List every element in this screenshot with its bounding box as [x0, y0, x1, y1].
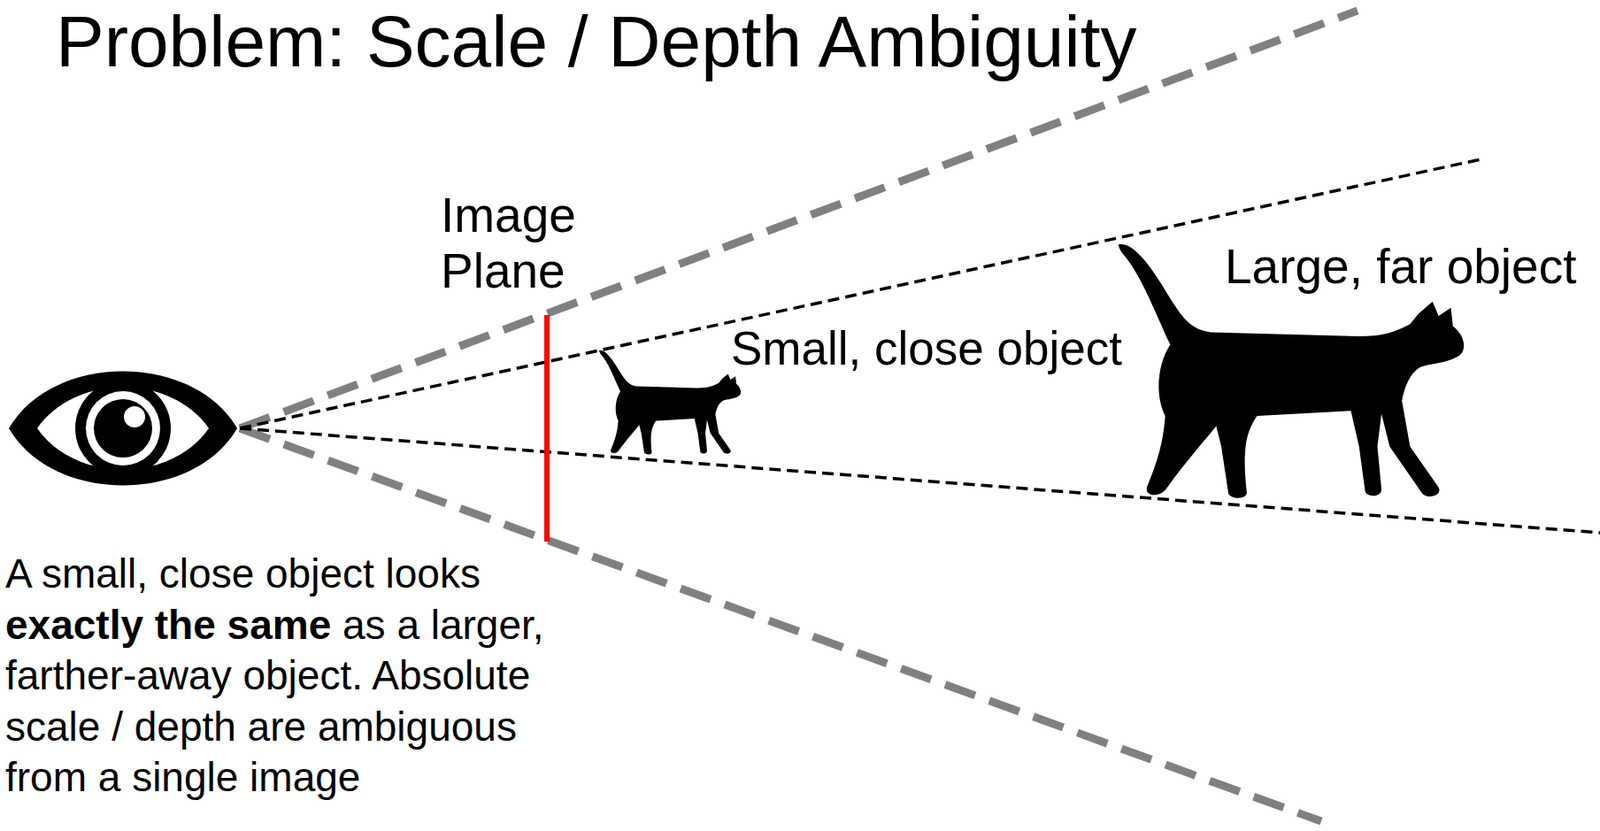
- note-text: A small, close object looks: [5, 550, 481, 597]
- eye-outline: [8, 371, 238, 486]
- eye-pupil: [93, 399, 153, 458]
- object-label: Small, close object: [730, 320, 1123, 377]
- eye-icon: [8, 371, 238, 486]
- small-cat-silhouette: [599, 350, 741, 455]
- note-emphasis: exactly the same: [5, 601, 331, 648]
- eye-iris-gap: [85, 391, 161, 466]
- title: Problem: Scale / Depth Ambiguity: [55, 5, 1137, 78]
- eye-white: [37, 387, 209, 470]
- image-plane-label: Image Plane: [440, 187, 596, 300]
- image-plane-line: [544, 315, 550, 542]
- eye-highlight: [123, 406, 146, 428]
- note-paragraph: A small, close object looks exactly the …: [5, 548, 572, 804]
- object-label: Large, far object: [1224, 237, 1577, 296]
- eye-iris: [75, 380, 171, 477]
